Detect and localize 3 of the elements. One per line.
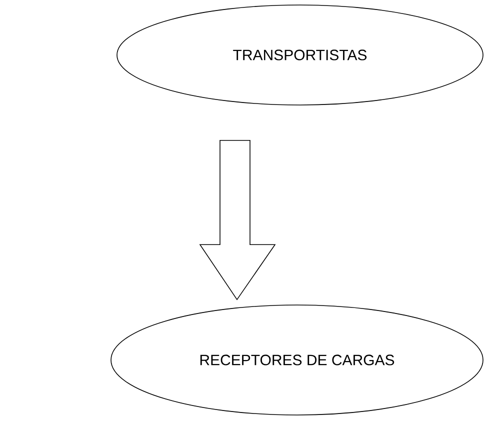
block-arrow: [199, 140, 276, 300]
ellipse-node: RECEPTORES DE CARGAS: [110, 304, 484, 416]
ellipse-node: TRANSPORTISTAS: [116, 4, 484, 106]
